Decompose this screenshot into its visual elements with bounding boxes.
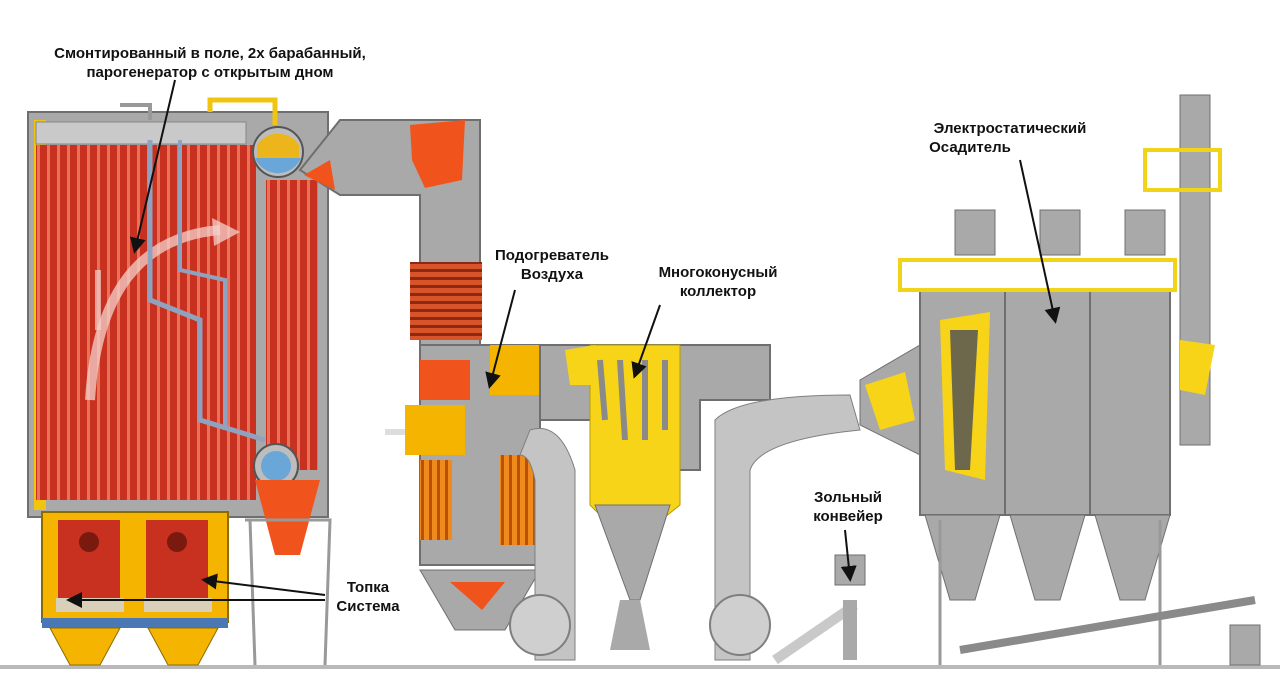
multicone-label-line2: коллектор bbox=[680, 283, 756, 300]
id-fan-right bbox=[709, 594, 771, 656]
steam-drum-steam bbox=[257, 133, 299, 158]
furnace-system bbox=[41, 511, 229, 666]
furnace-label-line2: Система bbox=[336, 598, 400, 615]
stack-platform bbox=[1143, 148, 1222, 192]
top-outlet-pipe bbox=[120, 103, 152, 120]
grate-right bbox=[144, 598, 212, 612]
esp-inlet-gas bbox=[865, 372, 915, 430]
esp-electrodes bbox=[950, 330, 978, 470]
downcomer-pipe bbox=[147, 140, 266, 443]
multicone-collector bbox=[509, 344, 861, 661]
air-heater-coils bbox=[410, 262, 482, 340]
ash-conveyor bbox=[772, 554, 866, 665]
boiler-ash-hopper bbox=[255, 480, 320, 555]
esp-label-line2: Осадитель bbox=[929, 139, 1011, 156]
gas-inlet-patch bbox=[304, 160, 335, 190]
ash-bin bbox=[1229, 624, 1261, 666]
burner-left bbox=[79, 532, 99, 552]
ash-conveyor-leader bbox=[840, 529, 857, 582]
collector-hopper bbox=[594, 504, 671, 601]
boiler-flow-arrow-head bbox=[212, 218, 240, 246]
esp-hopper-2 bbox=[1009, 514, 1086, 601]
esp-leader bbox=[1019, 159, 1061, 324]
esp-rapper-2 bbox=[1039, 209, 1081, 256]
esp-hopper-3 bbox=[1094, 514, 1171, 601]
grate-conveyor bbox=[42, 618, 228, 628]
downcomer-pipe-2 bbox=[178, 140, 227, 430]
burner-right bbox=[167, 532, 187, 552]
boiler-leader bbox=[129, 79, 176, 254]
esp-label-line1: Электростатический bbox=[934, 120, 1087, 137]
air-heater-leader bbox=[485, 289, 516, 389]
boiler-flow-arrow bbox=[85, 225, 221, 401]
ash-conveyor-support bbox=[843, 600, 857, 660]
fan-duct-left bbox=[519, 428, 576, 661]
esp-top-rail bbox=[898, 258, 1177, 292]
hopper-supports bbox=[245, 518, 332, 666]
labels: Смонтированный в поле, 2х барабанный, па… bbox=[54, 45, 1086, 615]
boiler-label-line1: Смонтированный в поле, 2х барабанный, bbox=[54, 45, 366, 62]
id-fan-left bbox=[509, 594, 571, 656]
furnace-label-line1: Топка bbox=[347, 579, 390, 596]
stack-gas-patch bbox=[1180, 340, 1215, 395]
air-heater-label-line2: Воздуха bbox=[521, 266, 584, 283]
boiler-rear-wall bbox=[266, 180, 318, 470]
leader-lines bbox=[66, 79, 1061, 608]
air-heater-label-line1: Подогреватель bbox=[495, 247, 609, 264]
esp-rapper-3 bbox=[1124, 209, 1166, 256]
steam-drum-water bbox=[255, 158, 301, 174]
ash-label-line1: Зольный bbox=[814, 489, 882, 506]
air-heater-ash bbox=[450, 582, 505, 610]
air-heater-tubes-right bbox=[500, 455, 535, 545]
ground-line bbox=[0, 665, 1280, 669]
ash-screw-conveyor bbox=[959, 596, 1256, 654]
top-steam-pipe bbox=[207, 97, 278, 125]
ash-conveyor-belt bbox=[772, 600, 858, 665]
furnace-leader-1 bbox=[201, 573, 326, 596]
air-heater-hot-zone bbox=[420, 360, 470, 400]
collector-inlet-patch bbox=[565, 345, 600, 385]
esp-legs bbox=[938, 520, 1162, 665]
mud-drum-water bbox=[261, 451, 291, 481]
multicone-leader bbox=[631, 304, 661, 379]
ash-label-line2: конвейер bbox=[813, 508, 883, 525]
boiler-label-line2: парогенератор с открытым дном bbox=[86, 64, 333, 81]
air-heater bbox=[298, 119, 541, 631]
air-heater-outlet bbox=[490, 345, 540, 395]
boiler bbox=[27, 97, 332, 666]
collector-cones bbox=[597, 359, 668, 441]
esp-rapper-1 bbox=[954, 209, 996, 256]
hot-gas-patch bbox=[410, 120, 465, 188]
air-heater-tubes-left bbox=[420, 460, 452, 540]
multicone-label-line1: Многоконусный bbox=[659, 264, 778, 281]
boiler-roof bbox=[35, 121, 247, 145]
furnace-hopper-right bbox=[147, 627, 219, 666]
esp-hopper-1 bbox=[924, 514, 1001, 601]
electrostatic-precipitator bbox=[859, 94, 1261, 666]
collector-hopper-lower bbox=[610, 600, 650, 650]
furnace-hopper-left bbox=[49, 627, 121, 666]
air-heater-inlet bbox=[405, 405, 465, 455]
fan-duct-right bbox=[714, 394, 861, 661]
